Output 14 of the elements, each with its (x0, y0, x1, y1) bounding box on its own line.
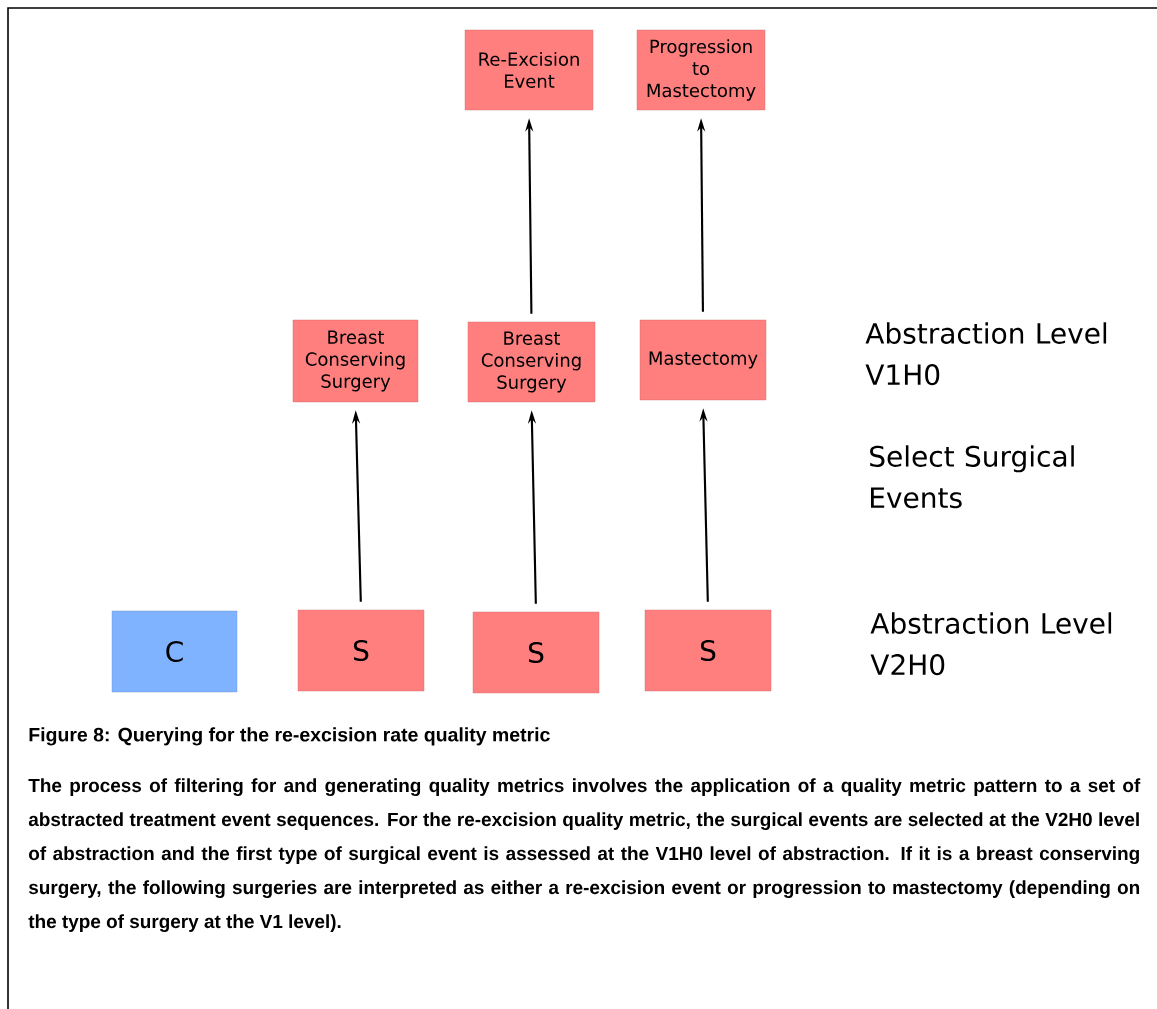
event-box: Breast Conserving Surgery (467, 321, 596, 403)
figure-caption: Figure 8: Querying for the re-excision rate quality metric (29, 727, 550, 746)
event-box: Re-Excision Event (464, 29, 594, 111)
level-label: Abstraction Level V2H0 (870, 612, 1112, 676)
event-box: Mastectomy (639, 319, 767, 401)
event-box: S (472, 611, 600, 694)
event-box: Progression to Mastectomy (636, 29, 766, 111)
event-box: S (644, 609, 772, 692)
event-box: S (297, 609, 425, 692)
description-paragraph: The process of filtering for and generating quality metrics involves the application of a quality metric pattern to a set of abstracted treatment event sequences. For the re-excision quality metric, the surgical events are selected at the V2H0 level of abstraction and the first type of surgical event is assessed at the V1H0 level of abstraction. If it is a breast conserving surgery, the following surgeries are interpreted as either a re-excision event or progression to mastectomy (depending on the type of surgery at the V1 level). (28, 778, 1141, 932)
event-box: Breast Conserving Surgery (292, 319, 419, 403)
level-label: Abstraction Level V1H0 (865, 322, 1107, 386)
event-box: C (111, 610, 238, 693)
level-label: Select Surgical Events (870, 445, 1074, 509)
